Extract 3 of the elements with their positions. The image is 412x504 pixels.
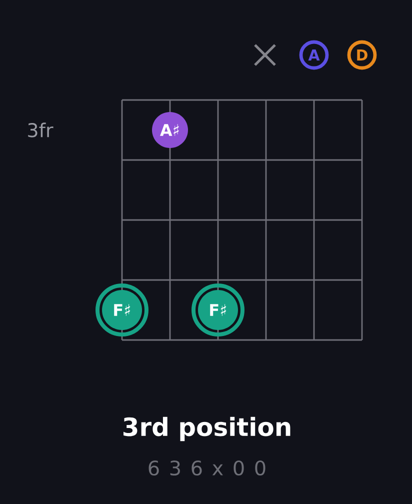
fingering-text: 6 3 6 x 0 0 (148, 460, 266, 476)
chord-title: 3rd position (124, 416, 290, 442)
fret-number: 3fr (28, 122, 54, 138)
